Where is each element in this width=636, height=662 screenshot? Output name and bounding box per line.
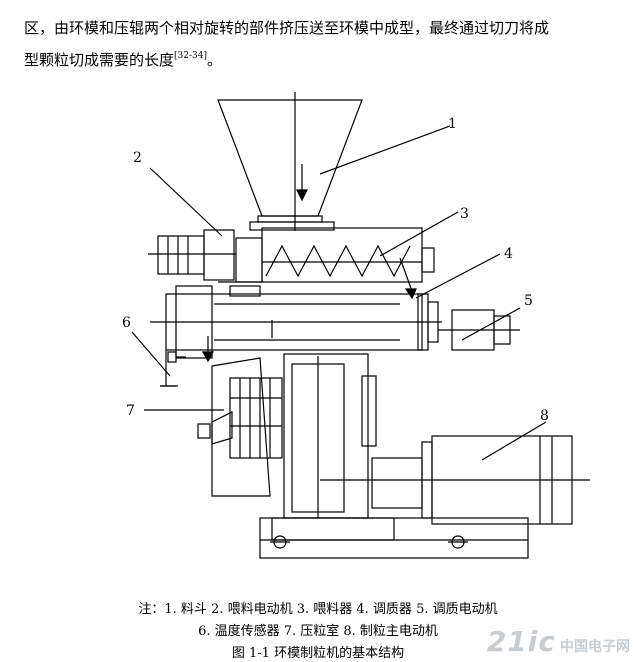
leader-lines: [131, 125, 547, 461]
citation-ref: [32-34]: [174, 51, 207, 61]
watermark-logo-text: 21ic: [486, 625, 556, 658]
watermark-site-name: 中国电子网: [560, 639, 630, 655]
temperature-sensor: [160, 336, 215, 387]
feeding-motor: [148, 229, 236, 281]
part-labels: 1 2 3 4 5 6 7 8: [122, 116, 549, 424]
label-4: 4: [504, 246, 513, 262]
body-paragraph: 区，由环模和压辊两个相对旋转的部件挤压送至环模中成型，最终通过切刀将成 型颗粒切…: [24, 14, 624, 74]
conditioner: [150, 281, 442, 359]
caption-note-line-1: 注：1. 料斗 2. 喂料电动机 3. 喂料器 4. 调质器 5. 调质电动机: [138, 602, 498, 617]
label-6: 6: [122, 315, 131, 331]
pellet-mill-diagram: 1 2 3 4 5 6 7 8: [122, 92, 590, 559]
label-1: 1: [448, 116, 457, 132]
label-5: 5: [524, 293, 533, 309]
main-motor: [320, 435, 590, 525]
label-8: 8: [540, 408, 549, 424]
label-2: 2: [133, 150, 142, 166]
hopper: [217, 92, 363, 231]
machine-base: [259, 517, 529, 559]
feeder: [235, 221, 435, 300]
caption-note-line-2: 6. 温度传感器 7. 压粒室 8. 制粒主电动机: [198, 624, 438, 639]
pellet-chamber: [160, 357, 283, 497]
paragraph-line-2-text: 型颗粒切成需要的长度: [24, 51, 175, 69]
label-7: 7: [126, 403, 135, 419]
paragraph-line-2: 型颗粒切成需要的长度[32-34]。: [24, 42, 624, 74]
paragraph-line-1: 区，由环模和压辊两个相对旋转的部件挤压送至环模中成型，最终通过切刀将成: [24, 19, 550, 37]
label-3: 3: [460, 206, 469, 222]
main-gearbox: [271, 353, 395, 541]
figure-title: 图 1-1 环模制粒机的基本结构: [231, 646, 405, 661]
paragraph-line-2-end: 。: [206, 51, 222, 69]
